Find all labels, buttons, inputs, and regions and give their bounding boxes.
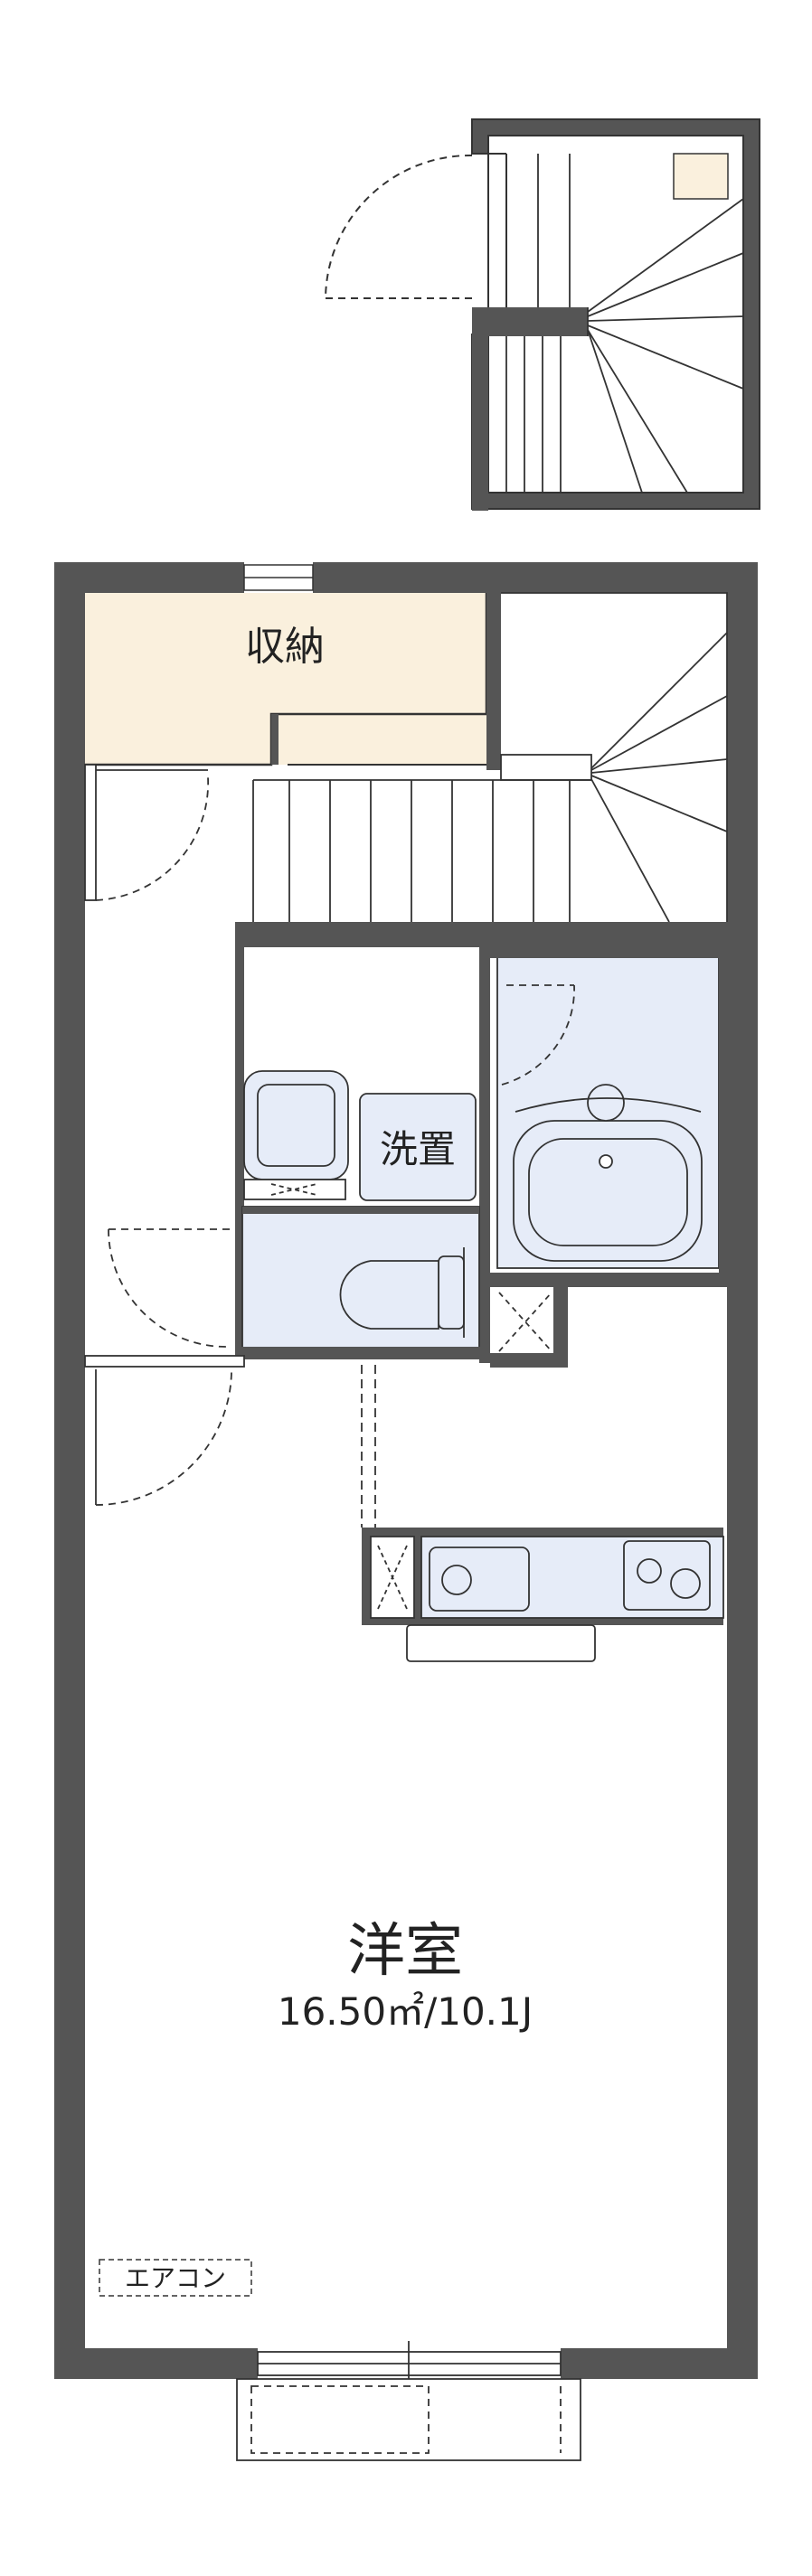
- loft-wall-mid: [472, 307, 588, 336]
- laundry-area: 洗置: [243, 1070, 477, 1201]
- partition-dashed: [361, 1365, 376, 1528]
- corridor-door-upper: [108, 1228, 231, 1348]
- toilet-tank: [438, 1255, 465, 1330]
- main-unit: 収納: [54, 562, 758, 2461]
- storage-label: 収納: [245, 624, 325, 670]
- toilet-room: [237, 1206, 490, 1359]
- loft-door-swing: [325, 154, 473, 299]
- main-stairs: [252, 592, 728, 923]
- wall-bottom-left: [54, 2348, 258, 2379]
- western-room-label: 洋室: [347, 1918, 463, 1985]
- loft-stairs: [505, 154, 744, 494]
- wall-bottom-right: [561, 2348, 758, 2379]
- laundry-space: [359, 1093, 477, 1201]
- storage-room: [85, 593, 486, 765]
- wall-top-left: [54, 562, 244, 593]
- balcony: [236, 2341, 581, 2461]
- toilet-bowl: [339, 1260, 439, 1330]
- wall-wet-top: [235, 922, 758, 947]
- bathroom: [490, 947, 727, 1368]
- loft-stair-block: [325, 118, 760, 511]
- aircon-label: エアコン: [125, 2263, 226, 2293]
- top-window: [243, 564, 314, 591]
- loft-wall-left: [472, 307, 488, 511]
- aircon: エアコン: [99, 2259, 252, 2297]
- kitchen: [362, 1528, 724, 1662]
- wall-left: [54, 562, 85, 2379]
- entrance-door: [84, 764, 210, 901]
- laundry-label: 洗置: [380, 1127, 456, 1171]
- loft-small-storage: [673, 153, 729, 200]
- room-door: [84, 1355, 245, 1506]
- wall-top-right: [313, 562, 758, 593]
- wall-right: [727, 562, 758, 2379]
- western-room-area: 16.50㎡/10.1J: [278, 1989, 533, 2034]
